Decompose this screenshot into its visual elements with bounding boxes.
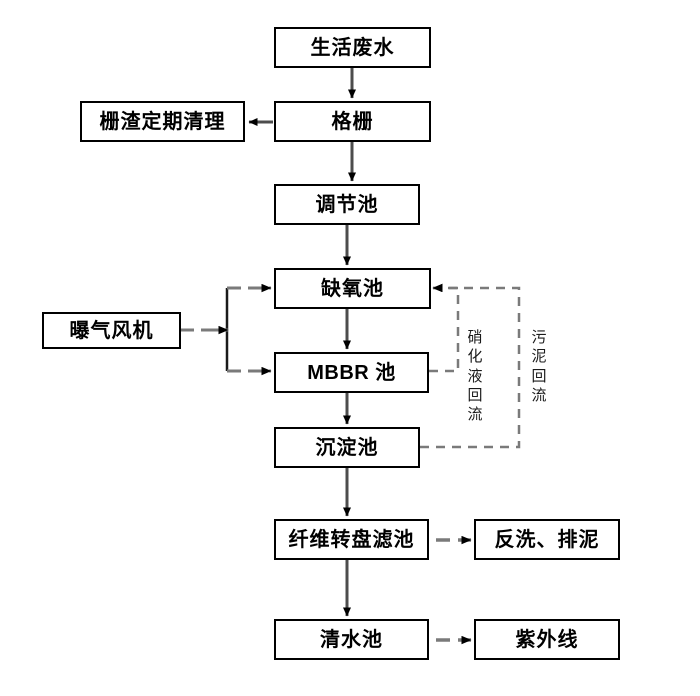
node-domestic-wastewater[interactable]: 生活废水	[274, 27, 431, 68]
node-regulating-tank[interactable]: 调节池	[274, 184, 420, 225]
node-label-fiber-disc-filter: 纤维转盘滤池	[288, 528, 415, 551]
node-label-aeration-blower: 曝气风机	[69, 319, 154, 342]
node-anoxic-tank[interactable]: 缺氧池	[274, 268, 431, 309]
node-backwash-sludge-discharge[interactable]: 反洗、排泥	[474, 519, 620, 560]
node-label-uv-disinfection: 紫外线	[515, 628, 579, 651]
node-label-grille: 格栅	[331, 110, 374, 133]
node-sedimentation-tank[interactable]: 沉淀池	[274, 427, 420, 468]
node-label-screen-residue-cleaning: 栅渣定期清理	[99, 110, 226, 133]
node-label-domestic-wastewater: 生活废水	[310, 36, 395, 59]
node-uv-disinfection[interactable]: 紫外线	[474, 619, 620, 660]
node-screen-residue-cleaning[interactable]: 栅渣定期清理	[80, 101, 245, 142]
node-aeration-blower[interactable]: 曝气风机	[42, 312, 181, 349]
connector-nitrification-reflux	[429, 283, 460, 373]
node-fiber-disc-filter[interactable]: 纤维转盘滤池	[274, 519, 429, 560]
node-label-backwash-sludge-discharge: 反洗、排泥	[494, 528, 600, 551]
annotation-label-sludge-reflux: 污 泥 回 流	[531, 330, 547, 404]
node-label-sedimentation-tank: 沉淀池	[315, 436, 379, 459]
annotation-label-nitrification-reflux: 硝 化 液 回 流	[467, 330, 483, 423]
node-mbbr-tank[interactable]: MBBR 池	[274, 352, 429, 393]
connector-sludge-reflux	[420, 283, 521, 449]
annotation-nitrification-reflux: 硝 化 液 回 流	[466, 310, 484, 425]
node-clean-water-tank[interactable]: 清水池	[274, 619, 429, 660]
node-label-mbbr-tank: MBBR 池	[307, 361, 396, 384]
node-label-anoxic-tank: 缺氧池	[321, 277, 384, 300]
annotation-sludge-reflux: 污 泥 回 流	[530, 310, 548, 406]
node-label-regulating-tank: 调节池	[315, 193, 379, 216]
node-grille[interactable]: 格栅	[274, 101, 431, 142]
node-label-clean-water-tank: 清水池	[320, 628, 383, 651]
